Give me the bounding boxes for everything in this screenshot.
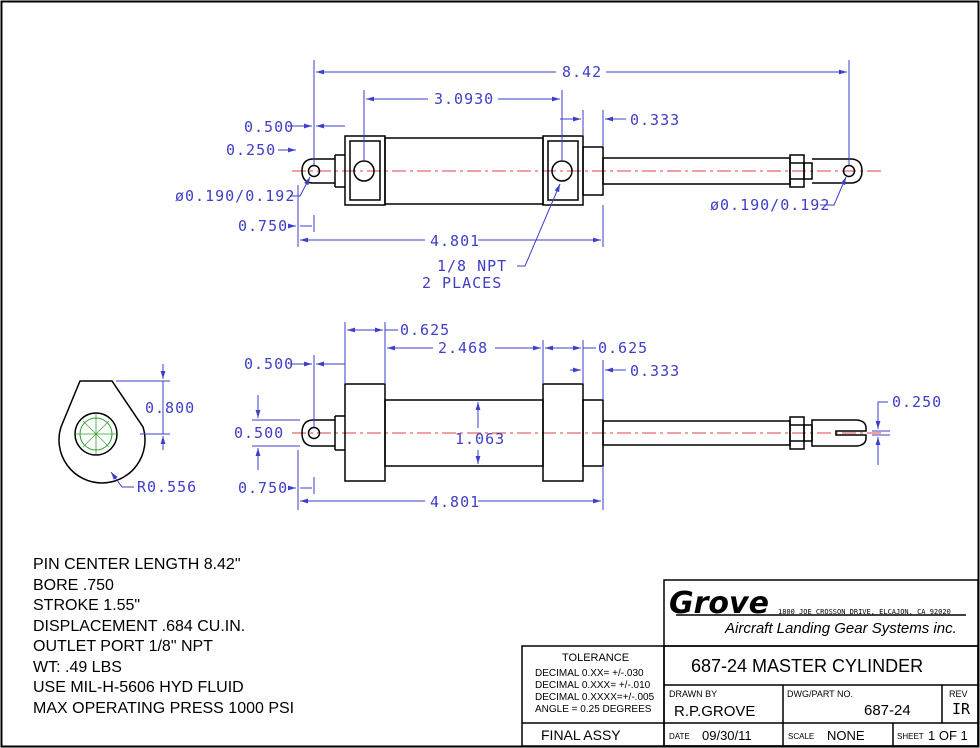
note-displacement: DISPLACEMENT .684 CU.IN. bbox=[33, 617, 246, 635]
end-view: 0.800 R0.556 bbox=[58, 364, 197, 496]
company-address: 1800 JOE CROSSON DRIVE, ELCAJON, CA 9202… bbox=[778, 608, 951, 616]
drawn-by: R.P.GROVE bbox=[674, 703, 755, 720]
scale-label: SCALE bbox=[788, 732, 814, 741]
dim-cap-right: 0.625 bbox=[598, 339, 648, 357]
date: 09/30/11 bbox=[702, 728, 752, 743]
rev-label: REV bbox=[949, 689, 968, 699]
end-view-bore bbox=[74, 412, 118, 456]
note-stroke: STROKE 1.55" bbox=[33, 597, 141, 614]
dim-eye-offset-b: 0.250 bbox=[226, 141, 276, 159]
note-pin-center: PIN CENTER LENGTH 8.42" bbox=[33, 556, 241, 573]
dim-barrel-len: 2.468 bbox=[438, 339, 488, 357]
side-left-eye bbox=[301, 419, 335, 447]
drawn-by-label: DRAWN BY bbox=[669, 689, 717, 699]
title-block bbox=[521, 579, 979, 747]
general-notes: PIN CENTER LENGTH 8.42" BORE .750 STROKE… bbox=[33, 555, 294, 719]
side-left-eye-hole bbox=[307, 426, 321, 440]
side-dimensions bbox=[252, 322, 890, 510]
end-view-outline bbox=[58, 380, 146, 484]
tolerance-line-2: DECIMAL 0.XXX= +/-.010 bbox=[535, 680, 651, 691]
dim-clevis-slot: 0.250 bbox=[892, 393, 942, 411]
side-view bbox=[292, 383, 882, 482]
dim-port-spacing: 3.0930 bbox=[434, 90, 494, 108]
sheet: 1 OF 1 bbox=[928, 728, 968, 743]
dim-cap-len: 0.333 bbox=[630, 111, 680, 129]
dim-side-body-len: 4.801 bbox=[430, 493, 480, 511]
note-outlet-port: OUTLET PORT 1/8" NPT bbox=[33, 638, 213, 655]
top-right-eye bbox=[812, 158, 863, 184]
dim-gland-len: 0.333 bbox=[630, 362, 680, 380]
top-right-eye-hole bbox=[842, 164, 856, 178]
dim-bore-dia: 1.063 bbox=[455, 430, 505, 448]
tolerance-line-4: ANGLE = 0.25 DEGREES bbox=[535, 704, 652, 715]
dim-side-eye-offset: 0.500 bbox=[244, 355, 294, 373]
dim-cap-left: 0.625 bbox=[400, 321, 450, 339]
note-pressure: MAX OPERATING PRESS 1000 PSI bbox=[33, 699, 295, 717]
tolerance-line-3: DECIMAL 0.XXXX=+/-.005 bbox=[535, 692, 655, 703]
tolerance-header: TOLERANCE bbox=[562, 652, 629, 664]
sheet-label: SHEET bbox=[897, 732, 924, 741]
title-block-text: Grove 1800 JOE CROSSON DRIVE, ELCAJON, C… bbox=[535, 586, 971, 743]
side-clevis bbox=[811, 419, 867, 447]
dim-left-hole: ø0.190/0.192 bbox=[175, 187, 295, 205]
top-left-eye-hole bbox=[307, 164, 321, 178]
drawing-title: 687-24 MASTER CYLINDER bbox=[691, 656, 923, 676]
dim-body-len: 4.801 bbox=[430, 232, 480, 250]
note-bore: BORE .750 bbox=[33, 576, 114, 594]
port-note-1: 1/8 NPT bbox=[437, 257, 507, 275]
dim-end-radius: R0.556 bbox=[137, 478, 197, 496]
top-view bbox=[292, 135, 882, 206]
dim-right-hole: ø0.190/0.192 bbox=[710, 196, 830, 214]
assembly: FINAL ASSY bbox=[541, 727, 621, 743]
part-no: 687-24 bbox=[864, 702, 911, 719]
dim-overall: 8.42 bbox=[562, 63, 602, 81]
top-right-port bbox=[551, 160, 573, 182]
company-logo: Grove bbox=[669, 586, 769, 621]
top-dimensions bbox=[278, 60, 850, 267]
port-note-2: 2 PLACES bbox=[422, 274, 502, 292]
dim-eye-height: 0.500 bbox=[234, 424, 284, 442]
top-left-port bbox=[353, 160, 375, 182]
note-weight: WT: .49 LBS bbox=[33, 658, 122, 676]
company-subtitle: Aircraft Landing Gear Systems inc. bbox=[724, 620, 957, 637]
dim-eye-offset-a: 0.500 bbox=[244, 118, 294, 136]
side-dimension-labels: 0.625 2.468 0.625 0.333 0.500 0.500 1.06… bbox=[234, 321, 942, 511]
dim-end-height: 0.800 bbox=[145, 399, 195, 417]
note-fluid: USE MIL-H-5606 HYD FLUID bbox=[33, 679, 244, 696]
date-label: DATE bbox=[669, 732, 690, 741]
dim-eye-len: 0.750 bbox=[238, 217, 288, 235]
top-dimension-labels: 8.42 3.0930 0.500 0.250 0.333 ø0.190/0.1… bbox=[175, 63, 830, 292]
rev-value: IR bbox=[952, 700, 971, 718]
dim-side-eye-len: 0.750 bbox=[238, 479, 288, 497]
scale: NONE bbox=[827, 728, 865, 743]
tolerance-line-1: DECIMAL 0.XX= +/-.030 bbox=[535, 668, 644, 679]
part-no-label: DWG/PART NO. bbox=[787, 689, 853, 699]
